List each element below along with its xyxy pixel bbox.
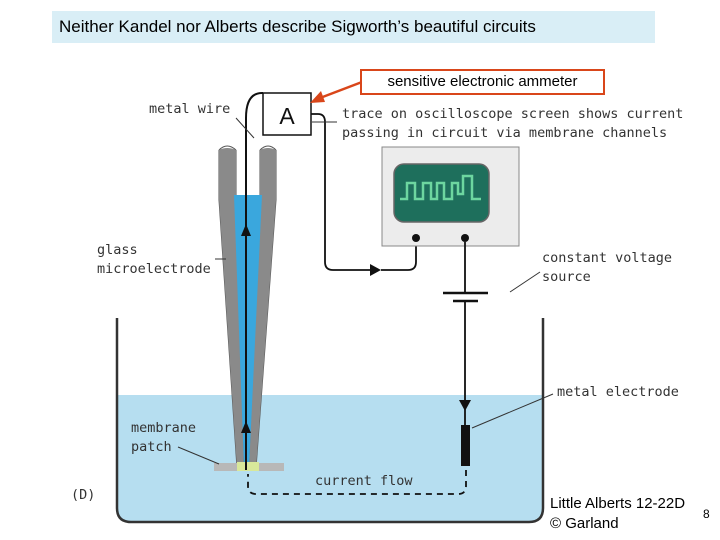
label-metal-electrode: metal electrode [557,384,679,400]
ammeter-box [262,92,312,136]
leader-lines [177,117,554,465]
page-number: 8 [703,507,710,521]
ammeter-wire-arrow [370,264,381,276]
wire-arrow-up-lower [241,421,251,433]
glass-microelectrode [218,145,277,469]
callout-arrowhead [310,91,325,103]
metal-wire [245,92,263,470]
membrane-patch-highlight [237,462,259,471]
label-membrane-line2: patch [131,439,172,455]
oscilloscope-trace [400,174,481,201]
label-metal-wire: metal wire [149,101,231,117]
slide-title: Neither Kandel nor Alberts describe Sigw… [52,11,655,43]
label-current-flow: current flow [315,473,413,489]
wire-arrow-up-upper [241,224,251,236]
pipette-solution [234,195,262,468]
label-voltage-line2: source [542,269,591,285]
oscilloscope-terminal-left [412,234,420,242]
label-voltage-line1: constant voltage [542,250,673,266]
ammeter-wire [311,113,372,271]
ammeter-callout: sensitive electronic ammeter [360,69,605,95]
oscilloscope [381,146,520,247]
label-glass-line1: glass [97,242,138,258]
electrode-wire-arrow [459,400,471,411]
label-oscilloscope-line2: passing in circuit via membrane channels [342,125,668,141]
oscilloscope-screen [393,163,490,223]
ammeter-symbol: A [279,103,295,129]
bath-solution [117,395,543,522]
credit-line2: © Garland [550,515,619,532]
credit-line1: Little Alberts 12-22D [550,495,686,512]
image-credit: Little Alberts 12-22D © Garland [550,494,685,534]
bath-beaker [115,318,545,524]
label-glass-line2: microelectrode [97,261,211,277]
callout-arrow [319,80,363,100]
panel-label: (D) [71,487,96,503]
oscilloscope-terminal-right [461,234,469,242]
metal-electrode [461,425,470,466]
label-oscilloscope-line1: trace on oscilloscope screen shows curre… [342,106,684,122]
label-membrane-line1: membrane [131,420,197,436]
